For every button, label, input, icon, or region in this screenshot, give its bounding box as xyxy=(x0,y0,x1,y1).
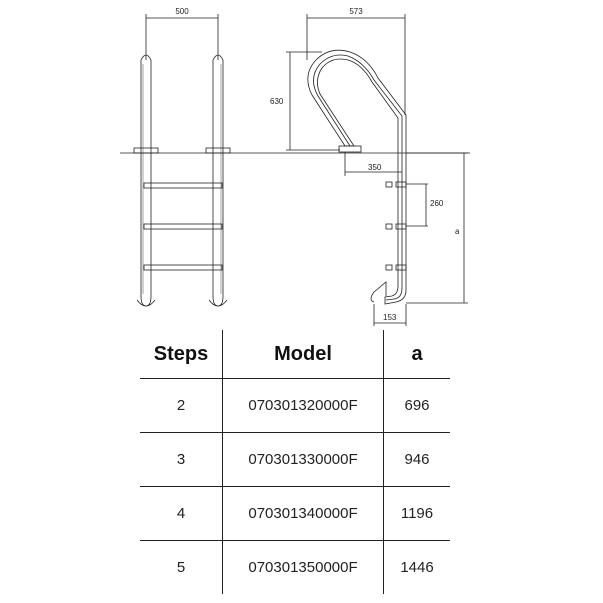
front-step-2 xyxy=(143,223,223,230)
front-view xyxy=(133,14,231,307)
cell-model: 070301320000F xyxy=(222,378,384,433)
handrail-inner xyxy=(313,54,403,301)
dim-step-spacing: 260 xyxy=(430,199,444,208)
table-row: 3 070301330000F 946 xyxy=(140,432,450,487)
cell-a: 1446 xyxy=(383,540,450,594)
cell-a: 696 xyxy=(383,378,450,433)
cell-model: 070301350000F xyxy=(222,540,384,594)
model-spec-table: Steps Model a 2 070301320000F 696 3 0703… xyxy=(140,330,450,594)
cell-a: 946 xyxy=(383,432,450,487)
handrail-outer xyxy=(307,49,407,305)
side-step-4 xyxy=(385,223,393,230)
side-step-6 xyxy=(385,264,393,271)
side-anchor xyxy=(338,145,362,153)
header-model: Model xyxy=(222,330,384,379)
dim-depth: a xyxy=(455,227,460,236)
dim-anchor-offset: 350 xyxy=(368,163,382,172)
cell-steps: 2 xyxy=(140,378,223,433)
side-step-1 xyxy=(395,181,407,188)
dim-bottom-offset: 153 xyxy=(383,313,397,322)
cell-a: 1196 xyxy=(383,486,450,541)
right-rail xyxy=(212,54,224,307)
table-header-row: Steps Model a xyxy=(140,330,450,379)
cell-steps: 5 xyxy=(140,540,223,594)
front-step-1 xyxy=(143,182,223,189)
front-step-3 xyxy=(143,264,223,271)
table-row: 2 070301320000F 696 xyxy=(140,378,450,433)
cell-model: 070301340000F xyxy=(222,486,384,541)
ladder-foot xyxy=(370,281,387,303)
header-steps: Steps xyxy=(153,342,209,365)
table-row: 5 070301350000F 1446 xyxy=(140,540,450,594)
dim-side-width: 573 xyxy=(349,7,363,16)
cell-steps: 4 xyxy=(140,486,223,541)
header-a: a xyxy=(411,342,423,365)
side-view xyxy=(286,14,468,326)
right-anchor xyxy=(205,147,231,154)
left-anchor xyxy=(133,147,159,154)
left-rail xyxy=(140,54,152,307)
cell-model: 070301330000F xyxy=(222,432,384,487)
ladder-technical-drawing: 500 xyxy=(120,7,470,326)
dim-handrail-height: 630 xyxy=(270,97,284,106)
side-step-3 xyxy=(395,223,407,230)
side-step-5 xyxy=(395,264,407,271)
table-row: 4 070301340000F 1196 xyxy=(140,486,450,541)
dim-front-width: 500 xyxy=(175,7,189,16)
side-step-2 xyxy=(385,181,393,188)
cell-steps: 3 xyxy=(140,432,223,487)
